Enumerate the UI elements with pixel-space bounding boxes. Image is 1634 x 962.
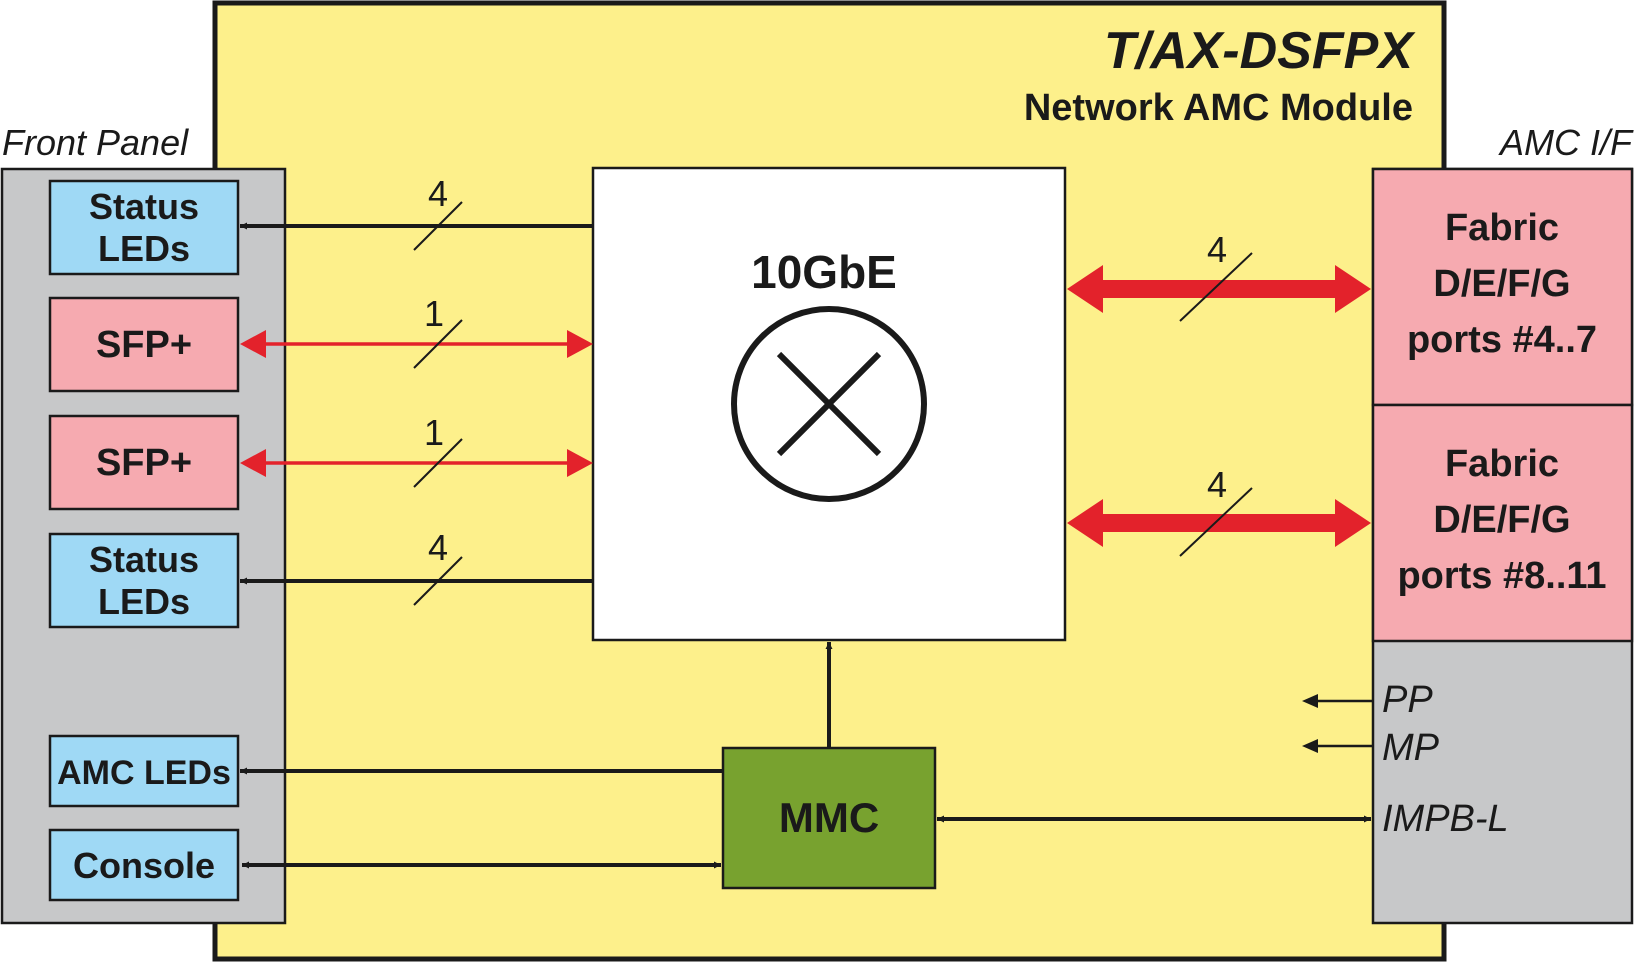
fabric-block-2: Fabric D/E/F/G ports #8..11 (1371, 403, 1634, 643)
link-fabric-1 (1067, 265, 1371, 313)
bus-slash-fabric-1 (1179, 252, 1253, 322)
switch-block: 10GbE (591, 166, 1067, 642)
signal-mp: MP (1382, 727, 1440, 769)
bus-slash-fabric-2 (1179, 487, 1253, 557)
sfp-block-1: SFP+ (48, 296, 240, 393)
console-label: Console (73, 845, 215, 886)
status-leds-1-line2: LEDs (98, 228, 190, 269)
status-leds-2-line1: Status (89, 539, 199, 580)
sfp-2-label: SFP+ (96, 442, 192, 484)
module-subtitle: Network AMC Module (1024, 87, 1413, 129)
bus-width-sfp-2: 1 (424, 412, 444, 453)
bus-width-status-leds-2: 4 (428, 527, 448, 568)
status-leds-block-1: Status LEDs (48, 179, 240, 276)
bus-slash-sfp-2 (413, 438, 463, 488)
amc-leds-label: AMC LEDs (57, 754, 231, 792)
amc-leds-block: AMC LEDs (48, 734, 240, 808)
signal-impb-l: IMPB-L (1382, 798, 1509, 840)
fabric-block-1: Fabric D/E/F/G ports #4..7 (1371, 167, 1634, 407)
status-leds-1-line1: Status (89, 186, 199, 227)
fabric-2-line1: Fabric (1445, 443, 1559, 485)
signal-pp: PP (1382, 679, 1433, 721)
console-block: Console (48, 828, 240, 902)
fabric-1-line1: Fabric (1445, 207, 1559, 249)
bus-width-sfp-1: 1 (424, 293, 444, 334)
fabric-1-line2: D/E/F/G (1433, 263, 1570, 305)
mmc-label: MMC (779, 794, 879, 841)
bus-slash-sfp-1 (413, 319, 463, 369)
crossbar-icon (731, 306, 927, 502)
sfp-1-label: SFP+ (96, 324, 192, 366)
arrow-pp (1302, 694, 1373, 708)
fabric-2-line3: ports #8..11 (1397, 555, 1606, 597)
mmc-block: MMC (721, 746, 937, 890)
fabric-1-line3: ports #4..7 (1407, 319, 1597, 361)
status-leds-block-2: Status LEDs (48, 532, 240, 629)
bus-width-status-leds-1: 4 (428, 173, 448, 214)
bus-slash-status-leds-1 (413, 201, 463, 251)
amc-if-label: AMC I/F (1498, 122, 1634, 163)
bus-width-fabric-2: 4 (1207, 464, 1227, 505)
sfp-block-2: SFP+ (48, 414, 240, 511)
arrow-mp (1302, 739, 1373, 753)
bus-width-fabric-1: 4 (1207, 229, 1227, 270)
fabric-2-line2: D/E/F/G (1433, 499, 1570, 541)
status-leds-2-line2: LEDs (98, 581, 190, 622)
link-sfp-2 (240, 449, 593, 477)
switch-label: 10GbE (751, 246, 897, 298)
link-fabric-2 (1067, 499, 1371, 547)
link-sfp-1 (240, 330, 593, 358)
bus-slash-status-leds-2 (413, 556, 463, 606)
module-title: T/AX-DSFPX (1104, 22, 1416, 80)
front-panel-label: Front Panel (2, 122, 189, 163)
